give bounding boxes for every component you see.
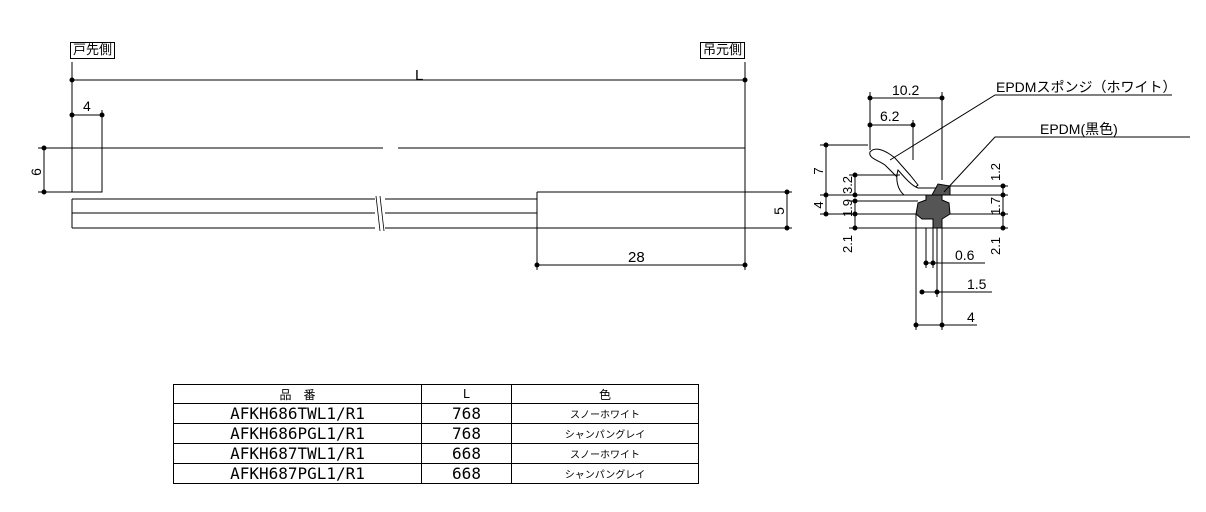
- cell-color: シャンパングレイ: [511, 463, 699, 484]
- dim-3-2-text: 3.2: [840, 176, 855, 194]
- dim-L-text: L: [415, 67, 423, 84]
- dim-1-7-text: 1.7: [988, 197, 1003, 215]
- cell-length: 768: [421, 403, 512, 424]
- cell-color: スノーホワイト: [511, 403, 699, 424]
- header-length: L: [421, 384, 512, 404]
- dim-6-2-text: 6.2: [880, 108, 900, 124]
- dim-2-1-left-text: 2.1: [840, 235, 855, 253]
- dim-5-text: 5: [771, 207, 787, 215]
- dim-10-2-text: 10.2: [892, 82, 919, 98]
- table-row: AFKH687PGL1/R1 668 シャンパングレイ: [173, 463, 699, 484]
- dimension-bottom-stack: [913, 214, 992, 330]
- material-black-text: EPDM(黒色): [1040, 121, 1118, 137]
- dimension-5: [537, 189, 792, 231]
- hinge-side-label: 吊元側: [700, 42, 746, 59]
- table-header-row: 品 番 L 色: [173, 384, 699, 404]
- table-row: AFKH687TWL1/R1 668 スノーホワイト: [173, 443, 699, 464]
- cell-length: 768: [421, 423, 512, 444]
- dimension-10-2: [867, 92, 945, 180]
- cell-color: シャンパングレイ: [511, 423, 699, 444]
- table-row: AFKH686PGL1/R1 768 シャンパングレイ: [173, 423, 699, 444]
- dim-6-text: 6: [28, 168, 44, 176]
- dimension-4: [69, 110, 105, 148]
- cell-length: 668: [421, 443, 512, 464]
- cell-part: AFKH686PGL1/R1: [173, 423, 422, 444]
- dim-4-left-text: 4: [811, 201, 826, 208]
- cell-length: 668: [421, 463, 512, 484]
- parts-table: 品 番 L 色 AFKH686TWL1/R1 768 スノーホワイト AFKH6…: [173, 384, 699, 484]
- door-tip-side-label: 戸先側: [70, 42, 116, 59]
- table-row: AFKH686TWL1/R1 768 スノーホワイト: [173, 403, 699, 424]
- cross-section: [869, 148, 951, 229]
- dim-0-6-text: 0.6: [955, 247, 975, 263]
- dim-4-bottom-text: 4: [967, 309, 975, 325]
- dimension-right-stack: [942, 183, 1008, 231]
- dim-28-text: 28: [628, 249, 645, 266]
- header-part-number: 品 番: [173, 384, 422, 404]
- dimension-6-2: [867, 120, 916, 160]
- cell-part: AFKH686TWL1/R1: [173, 403, 422, 424]
- dim-7-text: 7: [811, 167, 826, 174]
- dim-2-1-right-text: 2.1: [988, 237, 1003, 255]
- dim-4-text: 4: [83, 98, 91, 114]
- dim-1-2-text: 1.2: [988, 163, 1003, 181]
- leader-black: [943, 136, 1190, 193]
- strip-profile: [71, 147, 746, 232]
- dim-1-9-text: 1.9: [840, 199, 855, 217]
- cell-part: AFKH687TWL1/R1: [173, 443, 422, 464]
- dimension-28: [534, 192, 748, 270]
- cell-color: スノーホワイト: [511, 443, 699, 464]
- dimension-left-stack: [820, 142, 933, 231]
- leader-sponge: [889, 94, 1172, 161]
- header-color: 色: [511, 384, 699, 404]
- dimension-6: [38, 145, 102, 195]
- dimension-L: [69, 62, 748, 148]
- cell-part: AFKH687PGL1/R1: [173, 463, 422, 484]
- material-sponge-text: EPDMスポンジ（ホワイト）: [996, 79, 1176, 95]
- dim-1-5-text: 1.5: [967, 276, 987, 292]
